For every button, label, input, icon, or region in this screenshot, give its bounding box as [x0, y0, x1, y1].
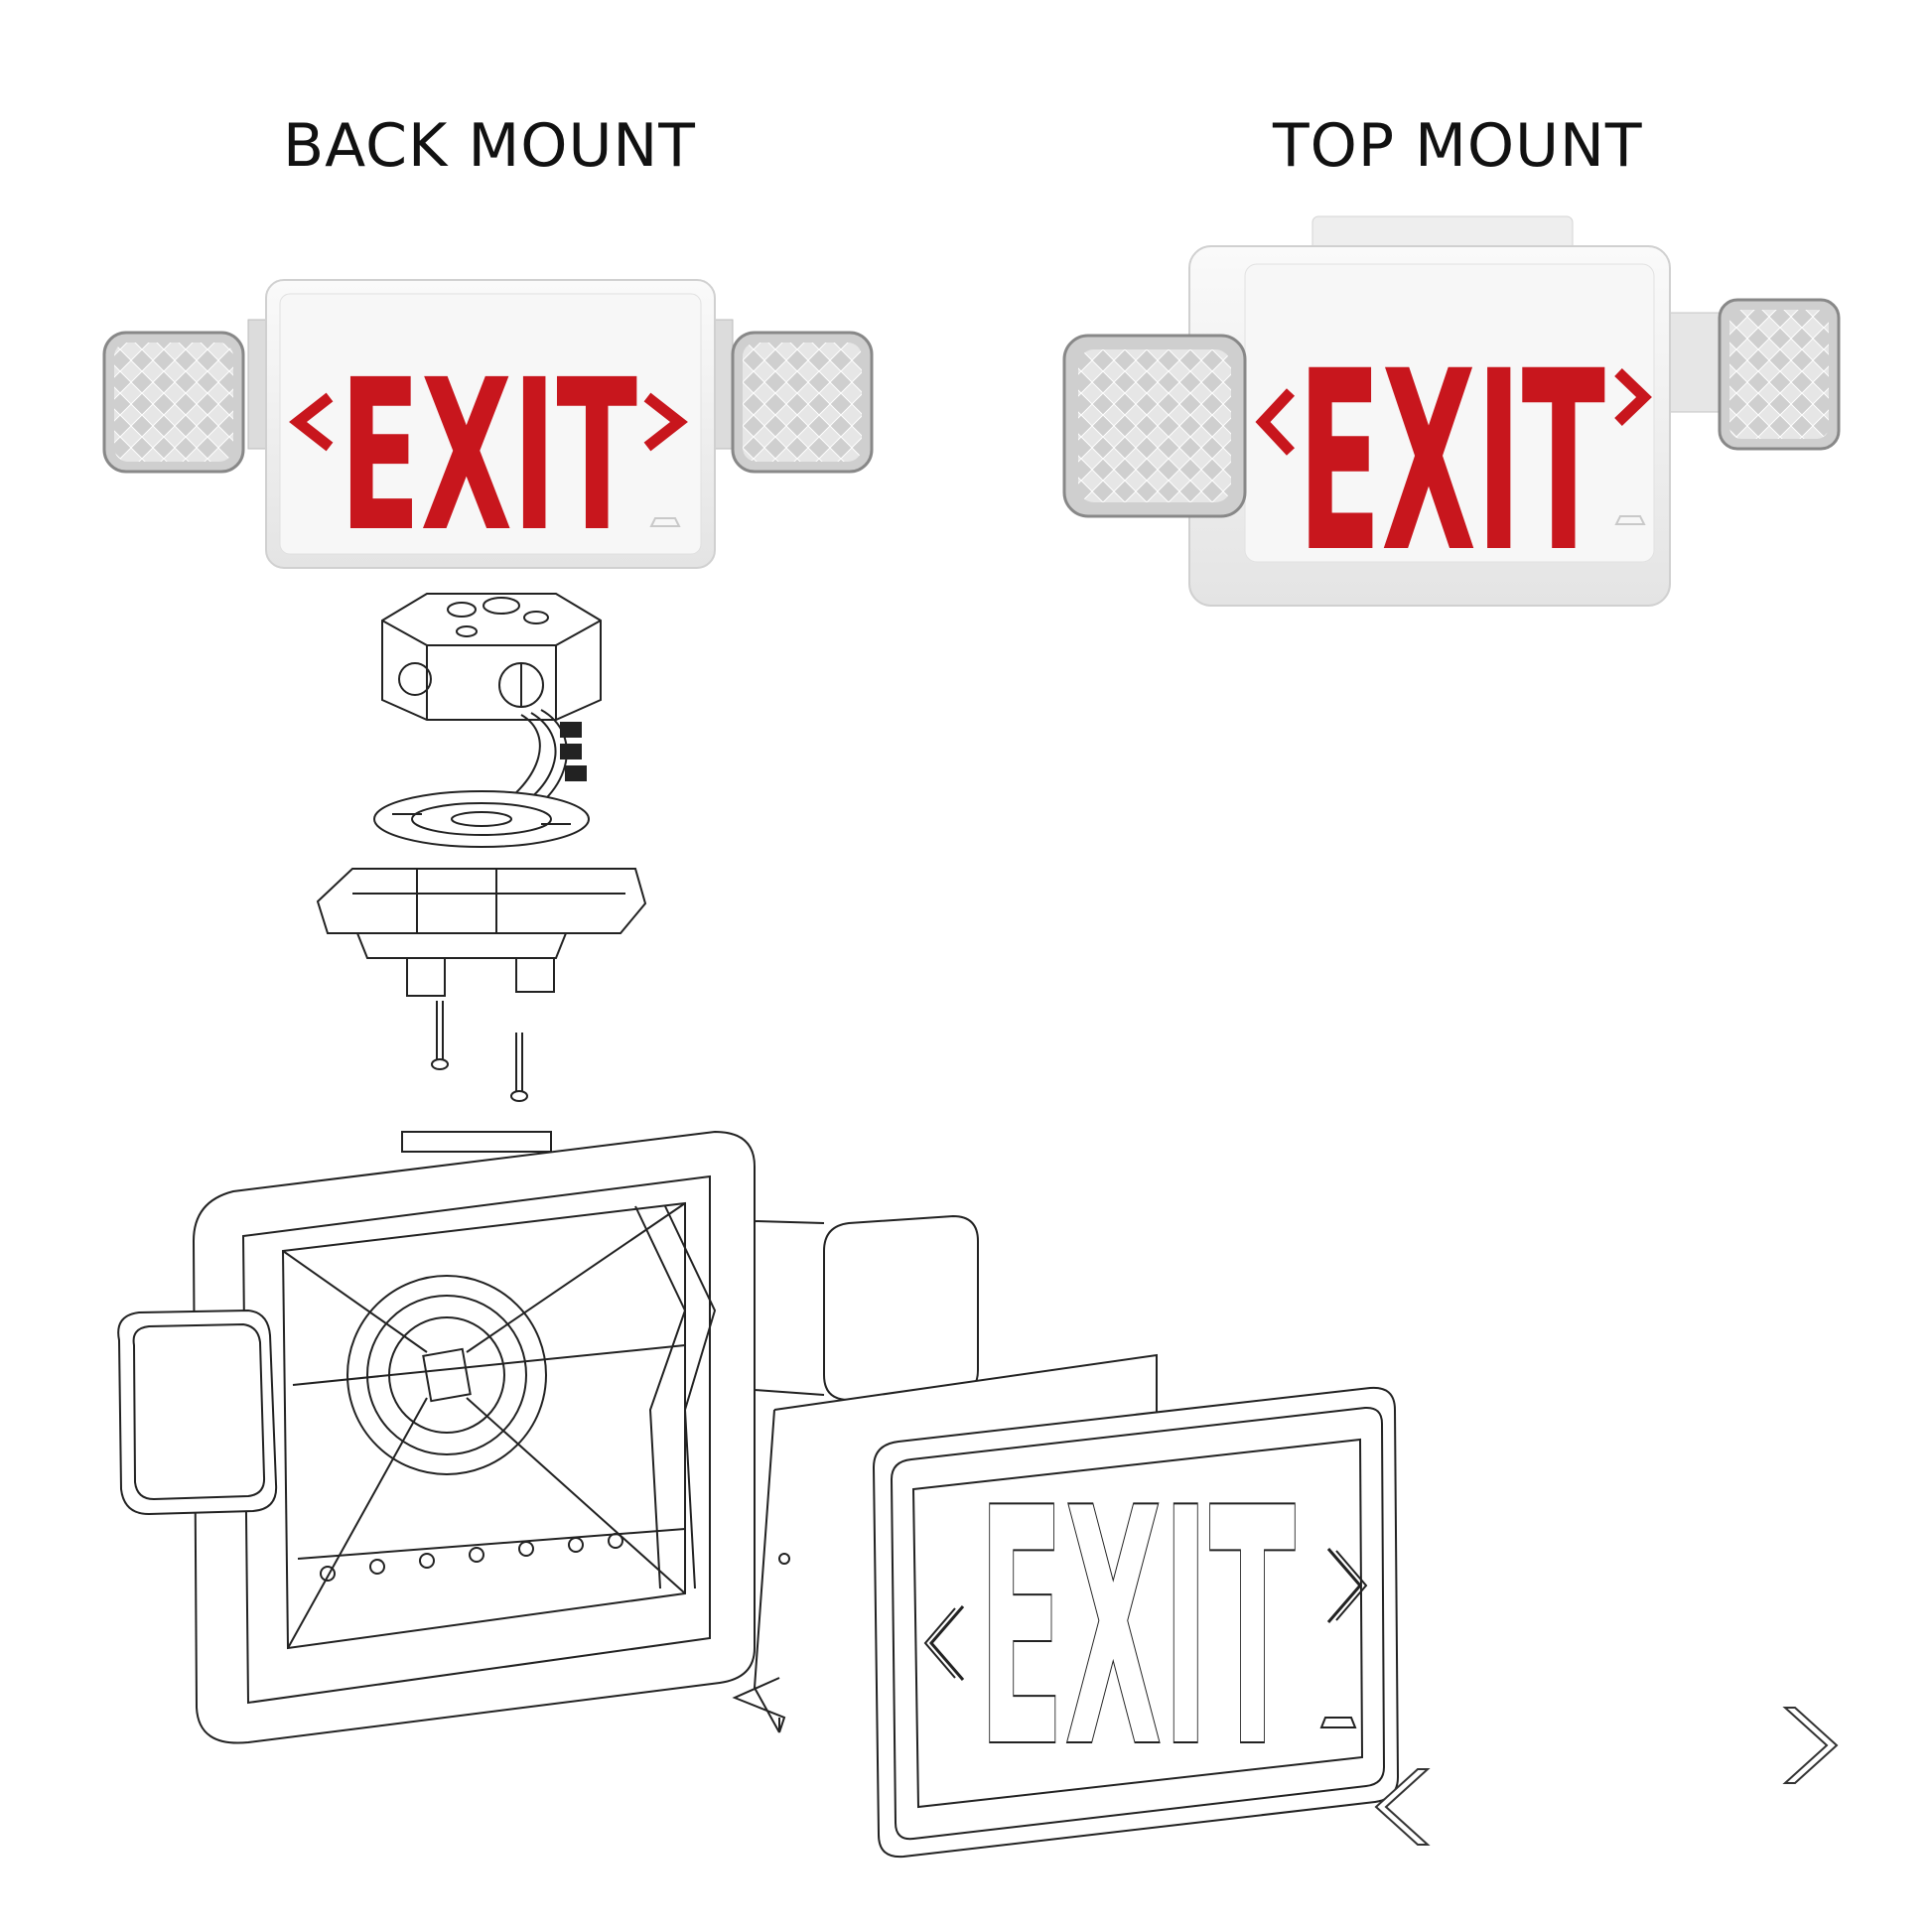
faceplate-exit-text: EXIT	[978, 1439, 1296, 1820]
top-mount-sign: EXIT	[1062, 215, 1841, 607]
junction-box	[381, 593, 602, 721]
drawing-right-lamp-head	[754, 1214, 979, 1402]
drawing-left-lamp-head	[117, 1309, 278, 1516]
cover-clip	[401, 1131, 552, 1153]
top-right-lamp-head	[1718, 298, 1841, 451]
top-left-lamp-head	[1062, 334, 1247, 518]
back-mount-title: BACK MOUNT	[283, 111, 696, 181]
back-mount-sign: EXIT	[102, 279, 874, 578]
chevron-left-icon[interactable]	[1374, 1768, 1431, 1846]
top-mount-title: TOP MOUNT	[1273, 111, 1643, 181]
back-mount-exit-text: EXIT	[340, 335, 637, 578]
open-housing	[192, 1130, 756, 1744]
mounting-screws	[431, 1001, 528, 1102]
exit-faceplate: EXIT	[872, 1386, 1400, 1859]
top-mount-exit-text: EXIT	[1298, 318, 1605, 607]
mounting-plate	[373, 790, 590, 848]
left-lamp-head	[102, 331, 245, 474]
canopy-adapter	[316, 868, 647, 997]
exploded-assembly-drawing: EXIT	[117, 593, 1400, 1859]
right-lamp-head	[731, 331, 874, 474]
chevron-right-icon[interactable]	[1782, 1707, 1839, 1784]
